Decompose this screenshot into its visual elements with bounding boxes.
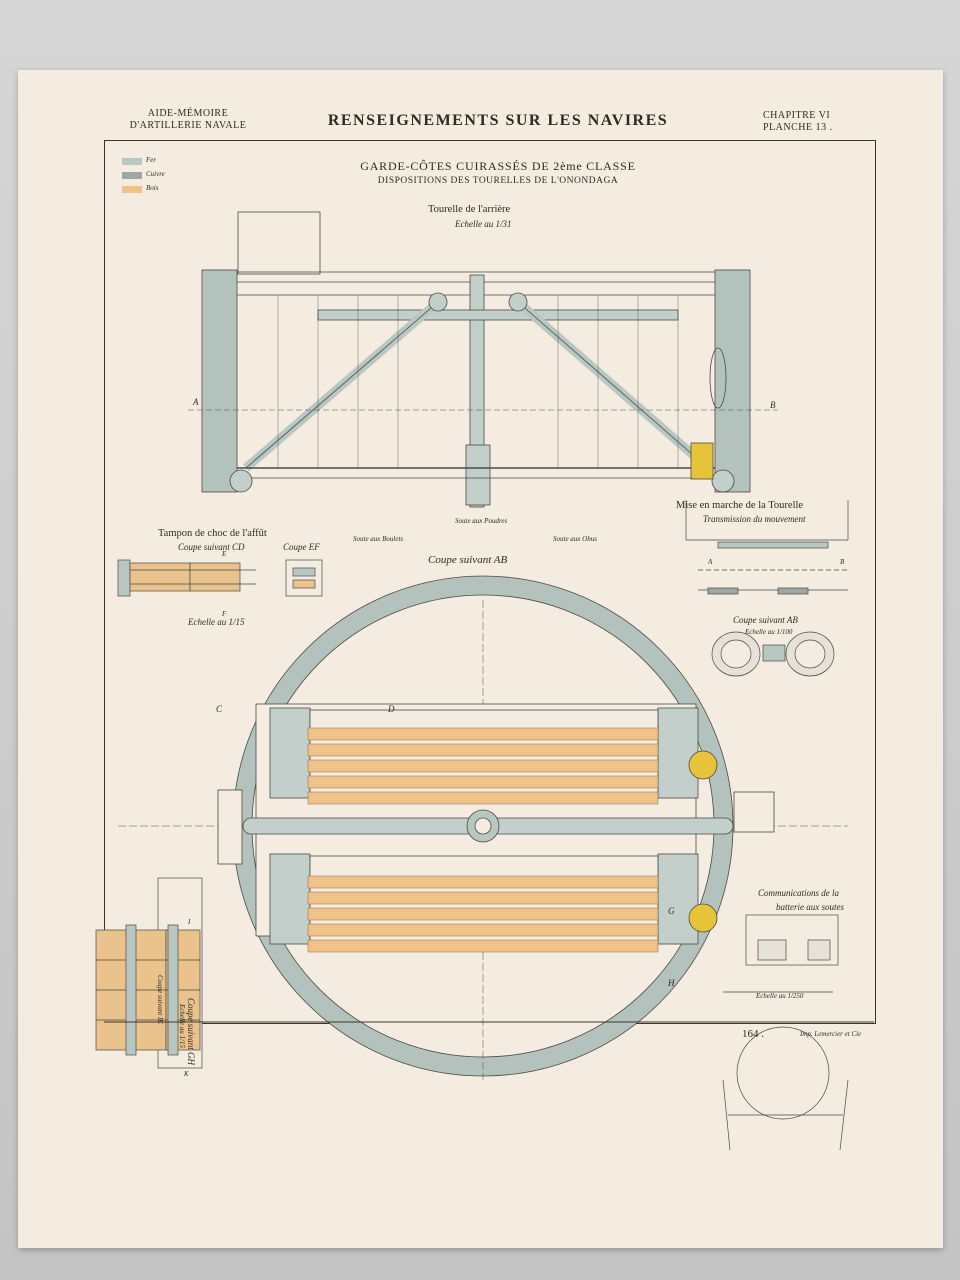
tampon-scale: Echelle au 1/15 [188, 617, 245, 627]
mise-en-marche-label-b: B [840, 558, 845, 566]
technical-drawing [95, 211, 874, 1151]
plate-title: GARDE-CÔTES CUIRASSÉS DE 2ème CLASSE [360, 159, 636, 173]
tampon-coupe-ef: Coupe EF [283, 542, 320, 552]
page-number: 164 . [742, 1028, 764, 1040]
legend-label-bois: Bois [146, 184, 159, 192]
tampon-coupe-cd: Coupe suivant CD [178, 542, 245, 552]
printer-credit: Imp. Lemercier et Cie [800, 1030, 862, 1038]
header-right-line2: PLANCHE 13 . [763, 122, 833, 133]
communications-caption-line2: batterie aux soutes [776, 902, 844, 912]
plan-label-c: C [216, 704, 223, 714]
mise-en-marche-caption: Mise en marche de la Tourelle [676, 500, 804, 511]
header-right: CHAPITRE VI PLANCHE 13 . [763, 110, 863, 134]
plan-caption: Coupe suivant AB [428, 554, 508, 566]
plan-label-g: G [668, 906, 675, 916]
legend-swatch-cuivre [122, 172, 142, 179]
plan-label-h: H [668, 978, 675, 988]
top-view-label-b: B [770, 400, 776, 410]
mise-en-marche-drawing [685, 500, 849, 677]
plate-sheet: AIDE-MÉMOIRE D'ARTILLERIE NAVALE RENSEIG… [18, 70, 943, 1248]
tampon-drawing [117, 559, 323, 597]
annotation-soute-obus: Soute aux Obus [553, 535, 597, 543]
top-view-label-a: A [193, 397, 199, 407]
legend-label-fer: Fer [146, 156, 157, 164]
annotation-soute-poudres: Soute aux Poudres [455, 517, 508, 525]
communications-caption-line1: Communications de la [758, 888, 839, 898]
coupe-gh-label-i: I [188, 918, 191, 926]
coupe-gh-label-k: K [184, 1070, 189, 1078]
communications-drawing [722, 914, 849, 1151]
mise-en-marche-subcaption: Transmission du mouvement [703, 514, 806, 524]
mise-en-marche-scale: Echelle au 1/100 [745, 628, 793, 636]
communications-scale: Echelle au 1/250 [756, 992, 804, 1000]
coupe-gh-caption: Coupe suivant GH [186, 998, 196, 1065]
plate-subtitle: DISPOSITIONS DES TOURELLES DE L'ONONDAGA [377, 176, 619, 186]
coupe-ik-caption: Coupe suivant IK [156, 975, 164, 1024]
header-right-line1: CHAPITRE VI [763, 110, 831, 121]
top-view-scale: Echelle au 1/31 [455, 219, 512, 229]
coupe-gh-drawing [95, 877, 203, 1069]
turret-elevation-view [188, 211, 778, 508]
header-left-line2: D'ARTILLERIE NAVALE [129, 120, 247, 131]
mise-en-marche-label-a: A [708, 558, 713, 566]
tampon-caption: Tampon de choc de l'affût [158, 528, 267, 539]
tampon-label-e: E [222, 550, 227, 558]
header-left: AIDE-MÉMOIRE D'ARTILLERIE NAVALE [118, 108, 258, 132]
turret-plan-view [118, 575, 848, 1080]
coupe-gh-scale: Echelle au 1/15 [178, 1004, 186, 1048]
header-title: RENSEIGNEMENTS SUR LES NAVIRES [327, 112, 669, 129]
legend-swatch-fer [122, 158, 142, 165]
annotation-soute-boulets: Soute aux Boulets [353, 535, 404, 543]
legend-label-cuivre: Cuivre [146, 170, 165, 178]
plan-label-d: D [388, 704, 395, 714]
header-left-line1: AIDE-MÉMOIRE [147, 108, 229, 119]
mise-en-marche-coupe: Coupe suivant AB [733, 615, 798, 625]
top-view-caption: Tourelle de l'arrière [428, 204, 511, 215]
legend-swatch-bois [122, 186, 142, 193]
tampon-label-f: F [222, 610, 227, 618]
